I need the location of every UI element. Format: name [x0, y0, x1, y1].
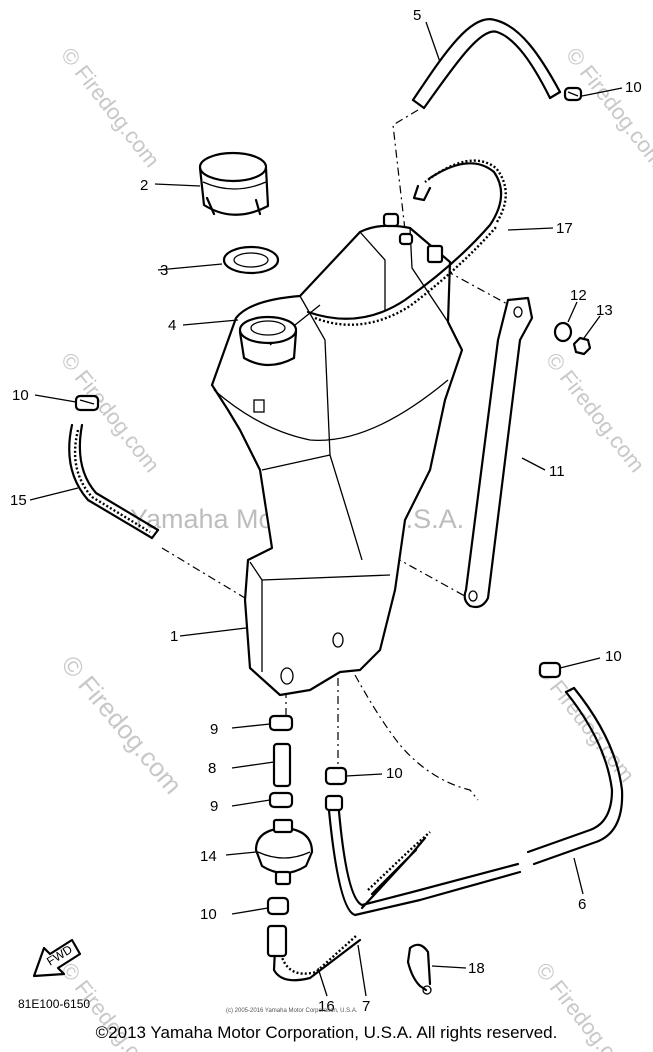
part-8-pipe: [272, 742, 292, 788]
callout-7: 7: [362, 998, 370, 1015]
part-13-nut: [572, 336, 592, 356]
callout-16: 16: [318, 998, 335, 1015]
callout-9-lower: 9: [210, 798, 218, 815]
part-15-hose-left: [68, 423, 160, 540]
callout-10-left: 10: [12, 387, 29, 404]
part-11-stay: [463, 296, 534, 609]
part-10-clamp-top: [563, 86, 583, 102]
callout-3: 3: [160, 262, 168, 279]
callout-4: 4: [168, 317, 176, 334]
leader-lines: [29, 21, 623, 997]
callout-9-upper: 9: [210, 721, 218, 738]
watermark-site-low-left: © Firedog.com: [55, 650, 188, 800]
callout-5: 5: [413, 7, 421, 24]
callout-10-top: 10: [625, 79, 642, 96]
part-10-clamp-middle: [324, 766, 348, 786]
part-18-clip: [406, 943, 432, 995]
callout-13: 13: [596, 302, 613, 319]
part-5-hose-upper: [411, 18, 562, 110]
callout-6: 6: [578, 896, 586, 913]
watermark-site-top-right: © Firedog.com: [561, 43, 653, 172]
part-10-clamp-right: [538, 661, 562, 679]
callout-8: 8: [208, 760, 216, 777]
watermark-site-mid-left: © Firedog.com: [56, 348, 165, 477]
callout-10-middle: 10: [386, 765, 403, 782]
part-6-hose-right: [526, 686, 624, 866]
watermark-site-mid-right: © Firedog.com: [541, 348, 650, 477]
part-2-tank-cap: [198, 151, 270, 216]
part-16-hose-lower-left: [266, 924, 362, 982]
callout-1: 1: [170, 628, 178, 645]
part-9-clamp-lower: [268, 791, 294, 809]
part-7-hose-lower: [324, 794, 522, 917]
part-10-clamp-left: [74, 394, 100, 412]
callout-2: 2: [140, 177, 148, 194]
part-3-gasket: [222, 245, 280, 275]
callout-10-right: 10: [605, 648, 622, 665]
part-10-clamp-bottom: [266, 896, 290, 916]
callout-14: 14: [200, 848, 217, 865]
callout-18: 18: [468, 960, 485, 977]
part-17-breather-hose: [306, 159, 507, 326]
diagram-code: 81E100-6150: [18, 997, 90, 1011]
part-1-oil-tank: [210, 212, 464, 697]
watermark-site-top-left: © Firedog.com: [56, 43, 165, 172]
callout-11: 11: [549, 463, 565, 480]
part-12-washer: [553, 321, 573, 343]
callout-10-bottom: 10: [200, 906, 217, 923]
fine-print: (c) 2005-2016 Yamaha Motor Corporation, …: [226, 1008, 358, 1014]
callout-labels: 5 10 2 17 3 12 13 4 10 11 15 1 10 9 8 10…: [10, 7, 642, 1015]
callout-17: 17: [556, 220, 573, 237]
callout-15: 15: [10, 492, 27, 509]
callout-12: 12: [570, 287, 587, 304]
part-9-clamp-upper: [268, 714, 294, 732]
part-14-filter: [254, 818, 314, 886]
footer-copyright: ©2013 Yamaha Motor Corporation, U.S.A. A…: [95, 1023, 558, 1042]
